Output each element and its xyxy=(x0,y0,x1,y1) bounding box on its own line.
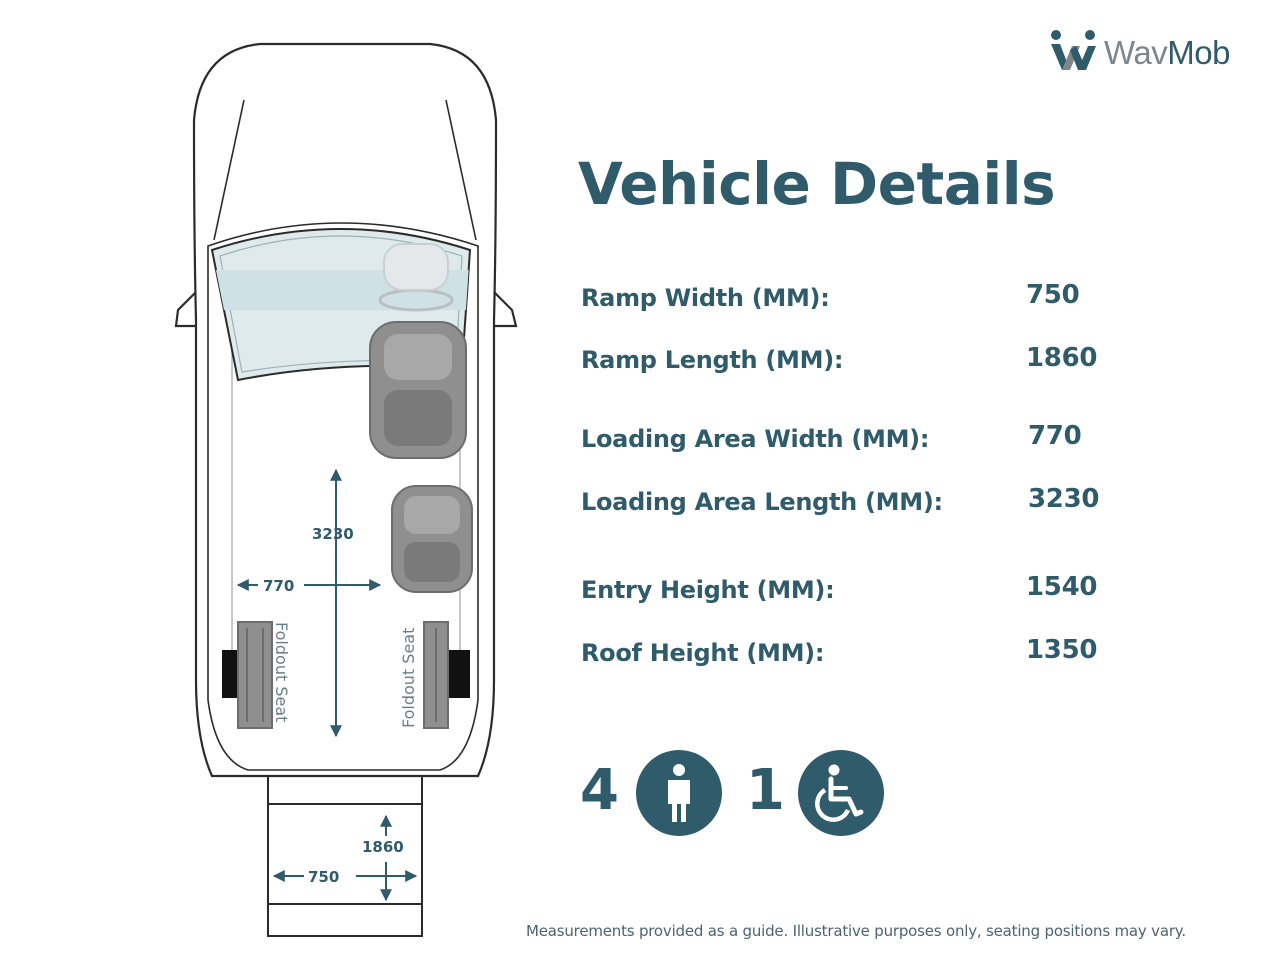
spec-value-ramp-width: 750 xyxy=(1026,280,1080,310)
wheelchair-count: 1 xyxy=(746,758,785,823)
loading-length-label: 3230 xyxy=(312,525,354,543)
wavmob-logo: WavMob xyxy=(1048,28,1263,76)
rear-seat xyxy=(391,485,473,593)
wheel-right xyxy=(448,650,470,698)
wheelchair-icon xyxy=(798,750,884,836)
loading-width-label: 770 xyxy=(263,577,294,595)
page-title: Vehicle Details xyxy=(578,150,1056,218)
steering-wheel xyxy=(378,243,454,312)
foldout-seat-right xyxy=(423,621,449,729)
logo-text: WavMob xyxy=(1104,34,1230,71)
disclaimer-footnote: Measurements provided as a guide. Illust… xyxy=(526,922,1186,940)
passenger-count: 4 xyxy=(580,758,619,823)
spec-value-loading-width: 770 xyxy=(1028,421,1082,451)
foldout-seat-label-right: Foldout Seat xyxy=(399,628,418,728)
spec-label-ramp-width: Ramp Width (MM): xyxy=(581,284,830,312)
spec-label-loading-width: Loading Area Width (MM): xyxy=(581,425,930,453)
person-icon xyxy=(636,750,722,836)
ramp-width-label: 750 xyxy=(308,868,339,886)
spec-label-ramp-length: Ramp Length (MM): xyxy=(581,346,844,374)
ramp-length-label: 1860 xyxy=(362,838,404,856)
spec-value-ramp-length: 1860 xyxy=(1026,343,1098,373)
logo-mark-icon xyxy=(1051,30,1096,70)
spec-label-roof-height: Roof Height (MM): xyxy=(581,639,825,667)
foldout-seat-label-left: Foldout Seat xyxy=(272,622,291,722)
ramp xyxy=(267,775,423,937)
foldout-seat-left xyxy=(237,621,273,729)
spec-value-entry-height: 1540 xyxy=(1026,572,1098,602)
spec-label-entry-height: Entry Height (MM): xyxy=(581,576,835,604)
spec-label-loading-length: Loading Area Length (MM): xyxy=(581,488,943,516)
spec-value-roof-height: 1350 xyxy=(1026,635,1098,665)
spec-value-loading-length: 3230 xyxy=(1028,484,1100,514)
driver-seat xyxy=(369,321,467,459)
